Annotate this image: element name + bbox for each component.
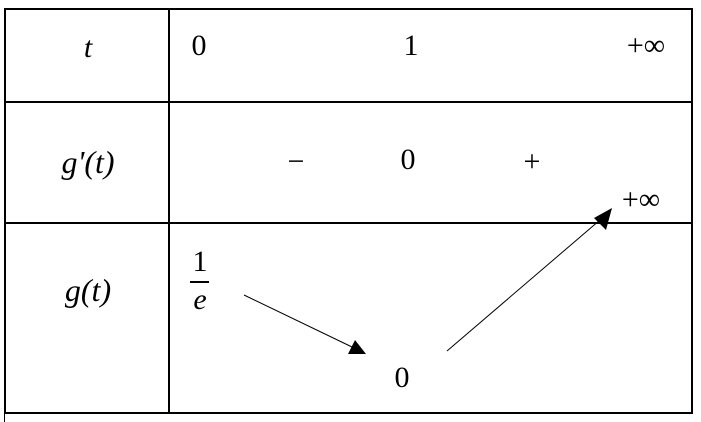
value-one-over-e-denominator: e — [193, 283, 207, 316]
value-minimum: 0 — [394, 361, 410, 394]
row-label-function: g(t) — [64, 272, 112, 308]
table-top-border — [4, 8, 693, 10]
increasing-arrow — [446, 208, 612, 352]
row-divider-1 — [4, 101, 693, 103]
sign-zero: 0 — [400, 143, 416, 176]
row-label-derivative: g'(t) — [61, 144, 115, 180]
table-bottom-border — [4, 412, 693, 414]
decreasing-arrow — [243, 294, 366, 354]
value-end-infinity: +∞ — [621, 183, 661, 216]
t-value-infinity: +∞ — [626, 29, 666, 62]
row-label-t: t — [83, 31, 93, 64]
bottom-tick — [4, 414, 5, 422]
t-value-1: 1 — [403, 29, 419, 62]
t-value-0: 0 — [191, 29, 207, 62]
row-divider-2 — [4, 222, 693, 224]
table-right-border — [691, 8, 693, 414]
sign-negative: − — [287, 145, 305, 178]
fraction-bar — [190, 281, 209, 283]
sign-positive: + — [523, 145, 541, 178]
table-left-border — [4, 8, 6, 414]
column-divider — [168, 8, 170, 414]
value-one-over-e-numerator: 1 — [192, 245, 208, 278]
